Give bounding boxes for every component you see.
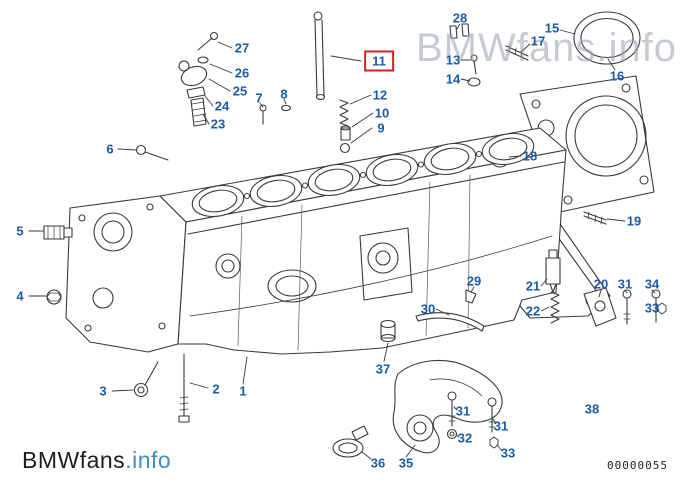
left-plugs xyxy=(43,144,169,305)
part-callout-37-25[interactable]: 37 xyxy=(375,361,391,377)
studs xyxy=(505,44,607,225)
cylinder-bores xyxy=(191,133,535,217)
part-callout-20-30[interactable]: 20 xyxy=(593,276,609,292)
part-callout-18-17[interactable]: 18 xyxy=(522,148,538,164)
site-logo[interactable]: BMWfans.info xyxy=(22,447,171,474)
gasket-strip xyxy=(415,289,485,332)
part-callout-34-32[interactable]: 34 xyxy=(644,276,660,292)
part-callout-30-26[interactable]: 30 xyxy=(420,301,436,317)
site-logo-suffix: .info xyxy=(125,447,172,473)
part-callout-11-7[interactable]: 11 xyxy=(364,50,394,72)
part-callout-8-6[interactable]: 8 xyxy=(280,86,288,102)
oil-pressure-sensor xyxy=(178,31,219,127)
part-callout-25-2[interactable]: 25 xyxy=(232,83,248,99)
bottom-parts xyxy=(133,353,190,423)
part-callout-13-12[interactable]: 13 xyxy=(445,52,461,68)
part-callout-7-5[interactable]: 7 xyxy=(255,90,263,106)
part-callout-35-35[interactable]: 35 xyxy=(398,455,414,471)
part-callout-6-19[interactable]: 6 xyxy=(106,141,114,157)
head-bolt-washer xyxy=(259,104,292,125)
part-callout-4-21[interactable]: 4 xyxy=(16,288,24,304)
dipstick-tube xyxy=(313,11,351,154)
part-callout-22-29[interactable]: 22 xyxy=(525,303,541,319)
part-callout-23-4[interactable]: 23 xyxy=(210,116,226,132)
part-callout-31-38[interactable]: 31 xyxy=(493,418,509,434)
part-callout-14-13[interactable]: 14 xyxy=(445,71,461,87)
part-callout-16-16[interactable]: 16 xyxy=(609,68,625,84)
part-callout-2-23[interactable]: 2 xyxy=(212,381,220,397)
small-brackets xyxy=(449,23,481,87)
part-callout-28-11[interactable]: 28 xyxy=(452,10,468,26)
part-callout-27-0[interactable]: 27 xyxy=(234,40,250,56)
rear-seal-ring xyxy=(573,11,641,65)
lower-bracket xyxy=(332,359,503,458)
part-callout-31-31[interactable]: 31 xyxy=(617,276,633,292)
site-logo-main: BMWfans xyxy=(22,447,126,473)
part-callout-32-37[interactable]: 32 xyxy=(457,430,473,446)
part-callout-38-40[interactable]: 38 xyxy=(584,401,600,417)
part-callout-3-22[interactable]: 3 xyxy=(99,383,107,399)
part-callout-17-14[interactable]: 17 xyxy=(530,33,546,49)
plug-37 xyxy=(380,319,396,343)
part-callout-29-27[interactable]: 29 xyxy=(466,273,482,289)
part-callout-33-33[interactable]: 33 xyxy=(644,300,660,316)
part-callout-5-20[interactable]: 5 xyxy=(16,223,24,239)
part-callout-12-8[interactable]: 12 xyxy=(372,87,388,103)
part-callout-10-9[interactable]: 10 xyxy=(374,105,390,121)
part-callout-9-10[interactable]: 9 xyxy=(377,120,385,136)
part-callout-36-34[interactable]: 36 xyxy=(370,455,386,471)
part-callout-33-39[interactable]: 33 xyxy=(500,445,516,461)
solenoid-assembly xyxy=(545,249,667,327)
part-callout-26-1[interactable]: 26 xyxy=(234,65,250,81)
part-callout-21-28[interactable]: 21 xyxy=(525,278,541,294)
part-callout-31-36[interactable]: 31 xyxy=(455,403,471,419)
diagram-number: 00000055 xyxy=(607,459,668,472)
part-callout-15-15[interactable]: 15 xyxy=(544,20,560,36)
part-callout-24-3[interactable]: 24 xyxy=(214,98,230,114)
part-callout-1-24[interactable]: 1 xyxy=(239,383,247,399)
part-callout-19-18[interactable]: 19 xyxy=(626,213,642,229)
leader-lines xyxy=(28,23,660,460)
